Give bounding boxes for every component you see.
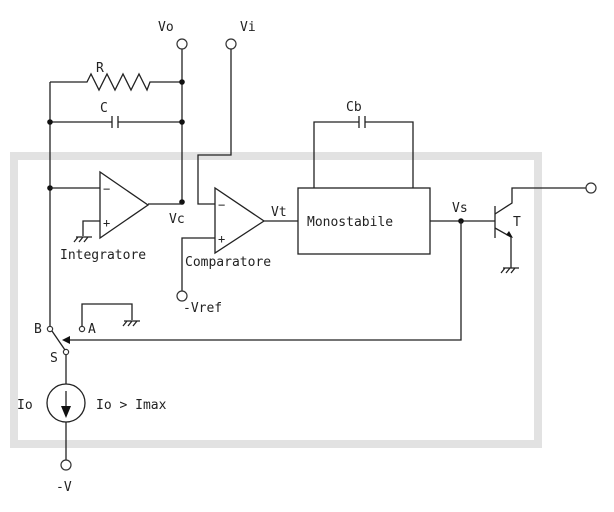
io-label: Io xyxy=(17,398,33,413)
current-arrow-icon xyxy=(61,406,71,418)
a-label: A xyxy=(88,322,96,337)
integratore-label: Integratore xyxy=(60,248,146,263)
s-label: S xyxy=(50,351,58,366)
enclosure-frame xyxy=(10,152,542,448)
vref-terminal xyxy=(176,290,188,302)
output-terminal xyxy=(585,182,597,194)
junction-dot xyxy=(47,119,53,125)
integrator-plus: + xyxy=(103,216,110,230)
ground-icon xyxy=(73,236,92,243)
neg-v-label: -V xyxy=(56,480,72,495)
vi-terminal xyxy=(225,38,237,50)
vi-wire xyxy=(197,49,232,205)
integrator-triangle xyxy=(99,170,150,240)
vi-label: Vi xyxy=(240,20,256,35)
capacitor-cb xyxy=(313,116,414,188)
ground-icon xyxy=(500,267,519,274)
integrator-opamp: − + xyxy=(50,170,182,243)
t-label: T xyxy=(513,215,521,230)
switch-control-wire xyxy=(68,221,462,341)
feedback-network xyxy=(47,49,185,326)
transistor-collector-wire xyxy=(494,187,586,215)
comparator-minus: − xyxy=(218,198,225,212)
ground-icon xyxy=(122,320,140,327)
neg-v-terminal xyxy=(60,459,72,471)
transistor-t xyxy=(494,187,586,274)
vo-label: Vo xyxy=(158,20,174,35)
capacitor-c xyxy=(50,116,182,128)
vs-label: Vs xyxy=(452,201,468,216)
io-condition-label: Io > Imax xyxy=(96,398,167,413)
cb-label: Cb xyxy=(346,100,362,115)
comparator-opamp: − + xyxy=(181,186,298,292)
comparatore-label: Comparatore xyxy=(185,255,271,270)
switch-contact-b xyxy=(46,325,54,333)
vo-terminal xyxy=(176,38,188,50)
comparator-plus: + xyxy=(218,232,225,246)
integrator-ground-wire xyxy=(82,220,100,236)
resistor-r xyxy=(50,72,182,92)
switch-contact-s xyxy=(62,348,70,356)
vt-label: Vt xyxy=(271,205,287,220)
c-label: C xyxy=(100,101,108,116)
comparator-triangle xyxy=(214,186,266,255)
vc-label: Vc xyxy=(169,212,185,227)
arrow-icon xyxy=(62,336,70,344)
integrator-minus: − xyxy=(103,182,110,196)
b-label: B xyxy=(34,322,42,337)
comparator-vref-wire xyxy=(181,237,215,292)
contact-a-ground-wire xyxy=(81,303,133,326)
switch-contact-a xyxy=(78,325,86,333)
vref-label: -Vref xyxy=(183,301,222,316)
emitter-arrow-icon xyxy=(506,231,513,238)
switch-blade xyxy=(51,330,66,351)
monostabile-label: Monostabile xyxy=(307,215,393,230)
switch-s xyxy=(46,303,140,356)
junction-dot xyxy=(179,119,185,125)
junction-dot xyxy=(179,79,185,85)
r-label: R xyxy=(96,61,104,76)
